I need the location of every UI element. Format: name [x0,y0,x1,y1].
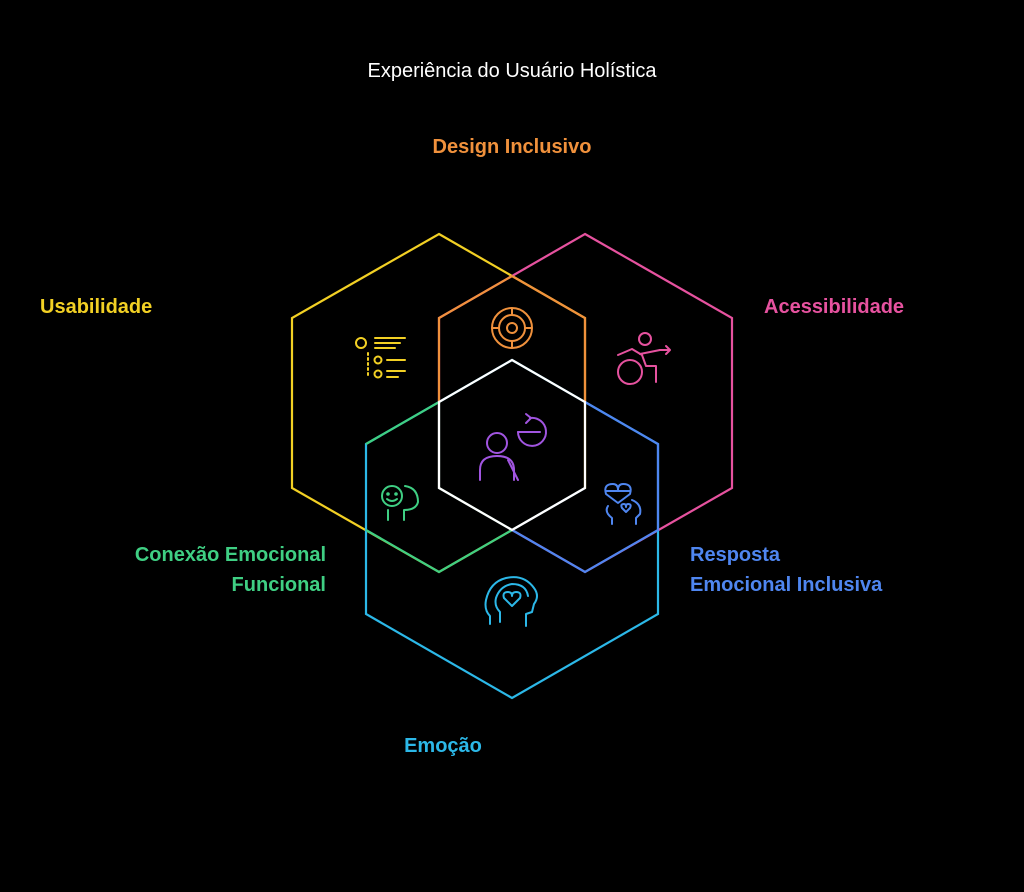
label-design-inclusivo: Design Inclusivo [432,136,592,158]
checklist-icon [355,337,406,379]
center-hexagon [437,358,587,532]
label-usabilidade: Usabilidade [40,296,153,318]
label-emocao: Emoção [404,735,482,757]
label-conexao-line1: Conexão Emocional [134,544,326,566]
target-icon [491,307,533,349]
label-acessibilidade: Acessibilidade [764,296,905,318]
design-inclusivo-overlap [437,274,587,404]
label-conexao-line2: Funcional [231,574,326,596]
heart-head-icon [604,483,642,525]
label-resposta-emocional-inclusiva: Resposta Emocional Inclusiva [690,540,882,600]
smiley-head-icon [381,485,419,521]
emocao-heart-head-icon [484,576,538,627]
label-resposta-line1: Resposta [690,544,781,566]
diagram-title: Experiência do Usuário Holística [367,60,657,82]
label-conexao-emocional-funcional: Conexão Emocional Funcional [135,540,326,600]
person-refresh-icon [479,413,547,481]
wheelchair-icon [617,332,671,385]
label-resposta-line2: Emocional Inclusiva [690,574,883,596]
